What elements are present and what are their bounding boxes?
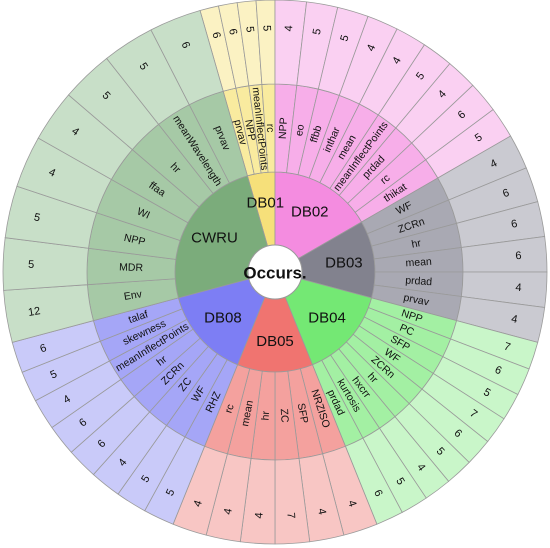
count-label: 6 <box>501 187 511 200</box>
feature-label: SFP <box>295 402 311 424</box>
feature-label: mean <box>405 256 432 270</box>
count-label: 6 <box>515 250 522 262</box>
count-label: 4 <box>253 512 265 519</box>
count-label: 4 <box>510 313 518 326</box>
count-label: 6 <box>226 28 239 36</box>
count-label: 4 <box>345 499 358 509</box>
count-label: 6 <box>510 218 518 231</box>
count-label: 7 <box>284 512 296 519</box>
feature-label: Env <box>123 288 144 303</box>
count-label: 4 <box>222 507 235 515</box>
feature-label: prdad <box>405 275 433 289</box>
count-label: 6 <box>493 364 503 377</box>
feature-label: ZC <box>278 408 291 423</box>
count-segment <box>150 10 224 106</box>
count-label: 5 <box>243 26 256 33</box>
feature-label: rc <box>264 124 276 133</box>
group-label-db08: DB08 <box>204 310 242 327</box>
group-label-cwru: CWRU <box>191 229 238 246</box>
count-label: 6 <box>39 342 49 355</box>
feature-label: MDR <box>119 261 144 274</box>
group-label-db03: DB03 <box>325 254 363 271</box>
feature-label: rc <box>223 403 237 415</box>
center-label: Occurs. <box>243 264 306 283</box>
count-label: 7 <box>502 341 512 354</box>
feature-label: ffbb <box>308 124 325 144</box>
feature-label: NPP <box>123 232 147 248</box>
count-label: 4 <box>69 125 81 138</box>
count-label: 4 <box>365 43 378 53</box>
count-label: 4 <box>315 507 328 515</box>
feature-label: hr <box>260 410 273 421</box>
group-label-db05: DB05 <box>256 333 294 350</box>
count-label: 5 <box>338 34 351 43</box>
count-label: 4 <box>47 166 57 179</box>
count-label: 5 <box>311 28 324 36</box>
feature-label: talaf <box>127 308 150 326</box>
count-label: 4 <box>390 55 403 66</box>
feature-label: eo <box>293 123 307 137</box>
count-label: 5 <box>33 211 42 224</box>
feature-label: WI <box>135 205 152 221</box>
count-label: 7 <box>467 407 479 420</box>
count-label: 4 <box>283 25 295 32</box>
feature-label: hr <box>410 237 422 251</box>
feature-label: PC <box>398 322 417 339</box>
count-label: 12 <box>27 305 41 319</box>
count-label: 5 <box>137 61 150 73</box>
count-label: 6 <box>179 40 192 50</box>
count-label: 5 <box>48 368 59 381</box>
count-label: 4 <box>192 499 205 509</box>
group-label-db04: DB04 <box>308 310 346 327</box>
center-circle <box>247 244 303 300</box>
group-label-db01: DB01 <box>247 195 285 212</box>
count-label: 5 <box>28 259 34 271</box>
count-label: 4 <box>488 157 499 170</box>
feature-label: NPP <box>242 119 258 142</box>
count-label: 4 <box>515 282 522 294</box>
count-label: 5 <box>260 25 272 32</box>
count-label: 4 <box>61 393 73 406</box>
count-label: 5 <box>473 131 485 144</box>
feature-label: prvav <box>402 292 430 309</box>
count-label: 5 <box>393 476 406 487</box>
feature-label: NPP <box>277 117 290 139</box>
count-label: 6 <box>209 31 222 40</box>
count-label: 5 <box>164 487 177 498</box>
feature-label: mean <box>239 399 256 427</box>
count-label: 6 <box>371 488 384 499</box>
group-label-db02: DB02 <box>291 203 329 220</box>
count-label: 5 <box>139 473 152 485</box>
count-label: 5 <box>481 386 492 399</box>
